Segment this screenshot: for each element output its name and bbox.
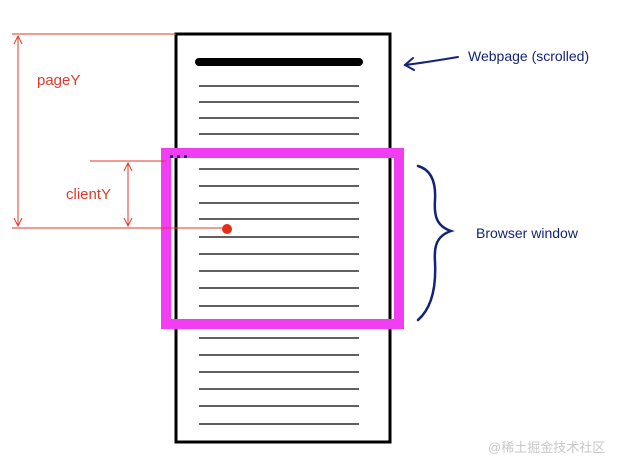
webpage-arrow (403, 56, 459, 71)
browser-window-brace (416, 164, 455, 322)
pointer-dot (222, 224, 232, 234)
browser-window-label: Browser window (476, 225, 578, 241)
webpage-scrolled-label: Webpage (scrolled) (468, 48, 590, 64)
browser-window-dots (170, 155, 187, 158)
browser-window-frame (161, 148, 404, 329)
watermark: @稀土掘金技术社区 (488, 440, 606, 455)
page-y-arrow (13, 34, 23, 228)
client-y-label: clientY (66, 186, 112, 203)
webpage-outline (174, 32, 392, 444)
webpage-text-lines (199, 85, 359, 425)
client-y-arrow (123, 161, 133, 228)
page-y-label: pageY (37, 72, 81, 89)
